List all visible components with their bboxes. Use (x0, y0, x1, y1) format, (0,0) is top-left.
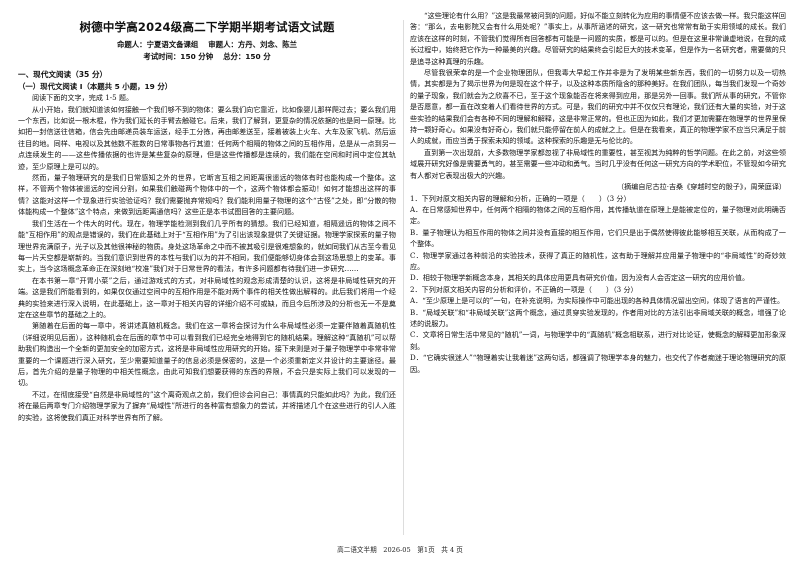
question-option: A．在日常感知世界中，任何两个相隔的物体之间的互相作用，其传播轨道在原理上是能被… (410, 204, 786, 226)
question-option: D．相较于物理学新概念本身，其相关的具体应用更具有研究价值，因为没有人会否定这一… (410, 273, 750, 283)
question-option: B．“局域关联”和“非局域关联”这两个概念，通过贯穿实验发现的，作者用对比的方法… (410, 307, 786, 328)
reading-instruction: 阅读下面的文字，完成 1-5 题。 (32, 93, 134, 103)
left-column: 树德中学高2024级高二下学期半期考试语文试题 命题人：宁夏语文备课组 审题人：… (18, 10, 396, 423)
passage-paragraph: 第随着在后面的每一章中，将讲述真随机概念。我们在这一章将会探讨为什么非局域性必须… (18, 321, 396, 388)
passage-paragraph: 不过，在彻底接受“自然是非局域性的”这个离奇观点之前，我们但诊会问自己：事情真的… (18, 389, 396, 422)
passage-paragraph: 从小开始，我们就知道该如何接触一个我们够不到的物体：要么我们向它靠近，比如像婴儿… (18, 104, 396, 171)
passage-paragraph: 在本书第一章“开胃小菜”之后，通过游戏式的方式，对非局域性的观念形成清楚的认识，… (18, 275, 396, 319)
passage-paragraph: 直到第一次出现前，大多数物理学家都忽视了非局域性的重要性，甚至视其为纯粹的哲学问… (410, 147, 786, 180)
question-option: C．物理学家通过各种前沿的实验技术，获得了真正的随机性，这有助于理解并应用量子物… (410, 250, 786, 271)
question-option: C．文章将日常生活中常见的“随机”一词，与物理学中的“真随机”概念相联系，进行对… (410, 330, 786, 351)
question-stem: 1．下列对原文相关内容的理解和分析，正确的一项是（ ）（3 分） (410, 193, 631, 203)
right-column: “这些理论有什么用？”这是我最常被问到的问题，好似不能立刻转化为应用的事情便不应… (410, 10, 786, 375)
exam-time: 考试时间：150 分钟 (143, 52, 214, 62)
exam-meta-line-1: 命题人：宁夏语文备课组 审题人：方丹、刘念、陈兰 (18, 39, 396, 51)
column-divider (403, 20, 404, 535)
question-option: A．“至少原理上是可以的”一句，在补充说明，为实际操作中可能出现的各种具体情况留… (410, 296, 785, 306)
question-option: B．量子物理认为相互作用的物体之间并没有直接的相互作用，它们只是出于偶然使得彼此… (410, 227, 786, 249)
passage-paragraph: “这些理论有什么用？”这是我最常被问到的问题，好似不能立刻转化为应用的事情便不应… (410, 11, 786, 66)
reviewer: 审题人：方丹、刘念、陈兰 (208, 40, 297, 50)
question-stem: 2．下列对原文相关内容的分析和评价，不正确的一项是（ ）（3 分） (410, 284, 638, 294)
passage-paragraph: 我们生活在一个伟大的时代。现在，物理学能检测到我们几乎所有的猜想。我们已经知道，… (18, 218, 396, 274)
passage-source: （摘编自尼古拉·吉桑《穿越时空的骰子》，周荣庭译） (617, 182, 786, 192)
page-footer: 高二语文半期 2026-05 第1页 共 4 页 (337, 546, 463, 554)
subsection-heading: （一）现代文阅读 I（本题共 5 小题，19 分） (18, 81, 173, 91)
proposer: 命题人：宁夏语文备课组 (117, 40, 199, 50)
exam-score: 总分：150 分 (223, 52, 271, 62)
passage-paragraph: 然而，量子物理研究的是我们日常感知之外的世界，它断言互相之间距离很遥远的物体有时… (18, 173, 396, 217)
exam-title: 树德中学高2024级高二下学期半期考试语文试题 (79, 20, 335, 34)
exam-meta-line-2: 考试时间：150 分钟 总分：150 分 (18, 51, 396, 63)
section-heading: 一、现代文阅读（35 分） (18, 70, 108, 80)
question-option: D．“它确实很迷人”“物理着实让我着迷”这两句话，都强调了物理学本身的魅力，也交… (410, 353, 786, 374)
passage-paragraph: 尽管我很荣幸的是一个企业物理团队，但我毒大早起工作并非是为了发明某些新东西，我们… (410, 68, 786, 146)
